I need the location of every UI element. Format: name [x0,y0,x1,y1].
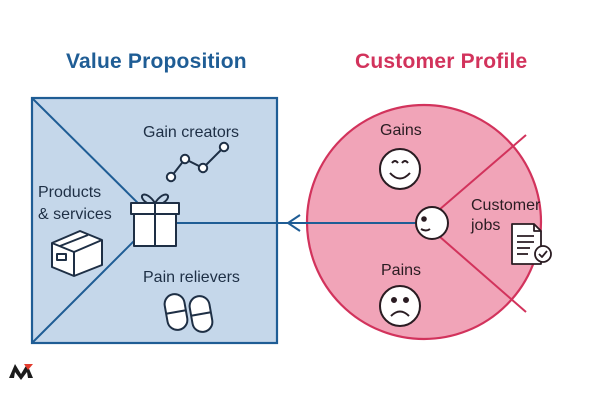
fit-arrow [176,214,420,232]
cp-divider-top [431,134,527,217]
customer-face-icon [415,206,449,240]
customer-jobs-label-line2: jobs [470,217,500,234]
fit-arrow-head [286,214,301,232]
gains-label: Gains [380,122,422,139]
smiley-face-icon [379,148,421,190]
pills-icon [163,293,214,333]
sad-face-icon [379,285,421,327]
cp-divider-bottom [431,229,527,313]
value-proposition-title: Value Proposition [66,50,247,73]
customer-jobs-label-line1: Customer [471,197,541,214]
line-chart-icon [165,141,230,183]
pain-relievers-label: Pain relievers [143,269,240,286]
pains-label: Pains [381,262,421,279]
brand-logo [9,364,33,380]
customer-profile-title: Customer Profile [355,50,528,73]
package-box-icon [51,230,103,277]
gift-icon [130,193,180,247]
products-services-label-line2: & services [38,206,112,223]
products-services-label-line1: Products [38,184,101,201]
gain-creators-label: Gain creators [143,124,239,141]
checklist-document-icon [511,223,552,265]
vp-divider-top [31,97,156,221]
